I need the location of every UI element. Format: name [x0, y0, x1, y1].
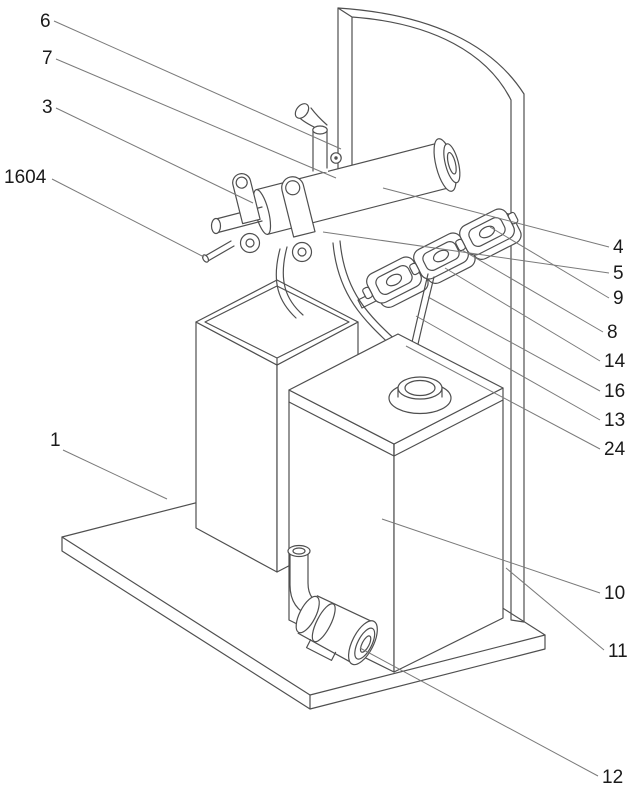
adjust-rod-1604: [201, 240, 235, 263]
hose-to-container: [275, 246, 304, 319]
part-label-3: 3: [42, 97, 53, 118]
roller-outer: [291, 241, 313, 263]
clamp-device-3: [455, 208, 522, 260]
leader-line-16: [427, 296, 601, 392]
roller-outer: [239, 232, 261, 254]
part-label-10: 10: [604, 583, 625, 604]
device-core: [432, 249, 450, 263]
leader-line-12: [359, 647, 599, 777]
box-inner-rim: [204, 285, 350, 366]
base-plate-edge: [61, 536, 546, 710]
cap-top-inner: [404, 379, 436, 397]
leader-line-10: [381, 518, 601, 594]
leader-line-7: [55, 58, 337, 179]
roller-inner: [245, 238, 255, 248]
leader-line-6: [53, 20, 342, 150]
pipe-edges: [312, 130, 328, 172]
pipe-elbow-opening: [294, 103, 310, 119]
elbow-flange: [287, 544, 311, 558]
pump: [287, 544, 378, 666]
device-inner-plate: [468, 217, 506, 247]
pump-front-port: [359, 635, 372, 653]
part-label-5: 5: [613, 263, 624, 284]
part-label-9: 9: [613, 288, 624, 309]
cylinder-top-fitting: [330, 152, 342, 164]
part-label-16: 16: [604, 381, 625, 402]
roller-inner: [297, 247, 307, 257]
part-label-1604: 1604: [4, 167, 47, 188]
pump-body-edges: [297, 595, 374, 664]
guide-roller-left: [239, 232, 261, 254]
part-label-4: 4: [613, 237, 624, 258]
device-core: [385, 273, 403, 287]
part-label-14: 14: [604, 351, 626, 372]
leader-line-4: [382, 187, 610, 248]
pump-inlet-elbow: [287, 544, 325, 618]
tank-cap: [388, 376, 452, 415]
liquid-tank: [288, 333, 504, 673]
lug-hole: [285, 180, 301, 196]
leader-line-1604: [51, 178, 205, 258]
roller-cylinder-assembly: [201, 103, 461, 263]
device-tab-left: [362, 286, 373, 300]
box-top-rim: [195, 279, 359, 366]
tank-lid-seam: [288, 399, 504, 457]
pump-left-cap: [295, 595, 320, 634]
part-label-12: 12: [602, 767, 623, 788]
panel-outline: [337, 7, 525, 623]
part-label-11: 11: [608, 641, 628, 662]
lug-hole: [235, 176, 248, 189]
device-tab-left: [409, 262, 420, 276]
pump-collar: [311, 603, 336, 643]
top-inlet-pipe: [294, 103, 328, 172]
part-label-13: 13: [604, 410, 625, 431]
leader-line-24: [405, 345, 601, 450]
device-inner-plate: [375, 265, 413, 295]
leader-line-8: [461, 249, 604, 333]
leader-line-9: [489, 226, 610, 299]
part-label-6: 6: [40, 11, 51, 32]
rod-edges: [204, 240, 235, 262]
rod-tip: [201, 254, 210, 263]
device-tab-left: [455, 238, 466, 252]
box-left-face: [195, 321, 278, 573]
leader-line-3: [55, 107, 254, 204]
pump-front-inner: [354, 627, 376, 660]
device-inner-plate: [422, 241, 460, 271]
hanger-lug-small: [232, 173, 261, 225]
leader-line-13: [415, 315, 601, 421]
part-label-8: 8: [607, 322, 618, 343]
leader-line-14: [444, 267, 601, 362]
guide-roller-right: [291, 241, 313, 263]
frame-back-panel: [337, 7, 525, 623]
left-support-shaft: [210, 206, 263, 235]
hanger-lug-large: [281, 176, 316, 238]
pump-body: [295, 595, 378, 666]
leader-line-1: [62, 449, 168, 500]
part-label-1: 1: [50, 430, 61, 451]
elbow-pipe-fill: [290, 553, 324, 617]
part-label-24: 24: [604, 439, 626, 460]
cylinder-flange-boss: [446, 151, 457, 175]
pipe-fill: [313, 130, 328, 172]
pipe-top-rim: [312, 125, 328, 135]
pump-foot: [305, 639, 337, 661]
device-core: [478, 225, 496, 239]
part-label-7: 7: [42, 48, 53, 69]
fitting-hole: [334, 156, 338, 160]
elbow-flange-inner: [292, 547, 306, 555]
leader-line-11: [505, 567, 605, 651]
shaft-end-cap: [210, 217, 222, 235]
